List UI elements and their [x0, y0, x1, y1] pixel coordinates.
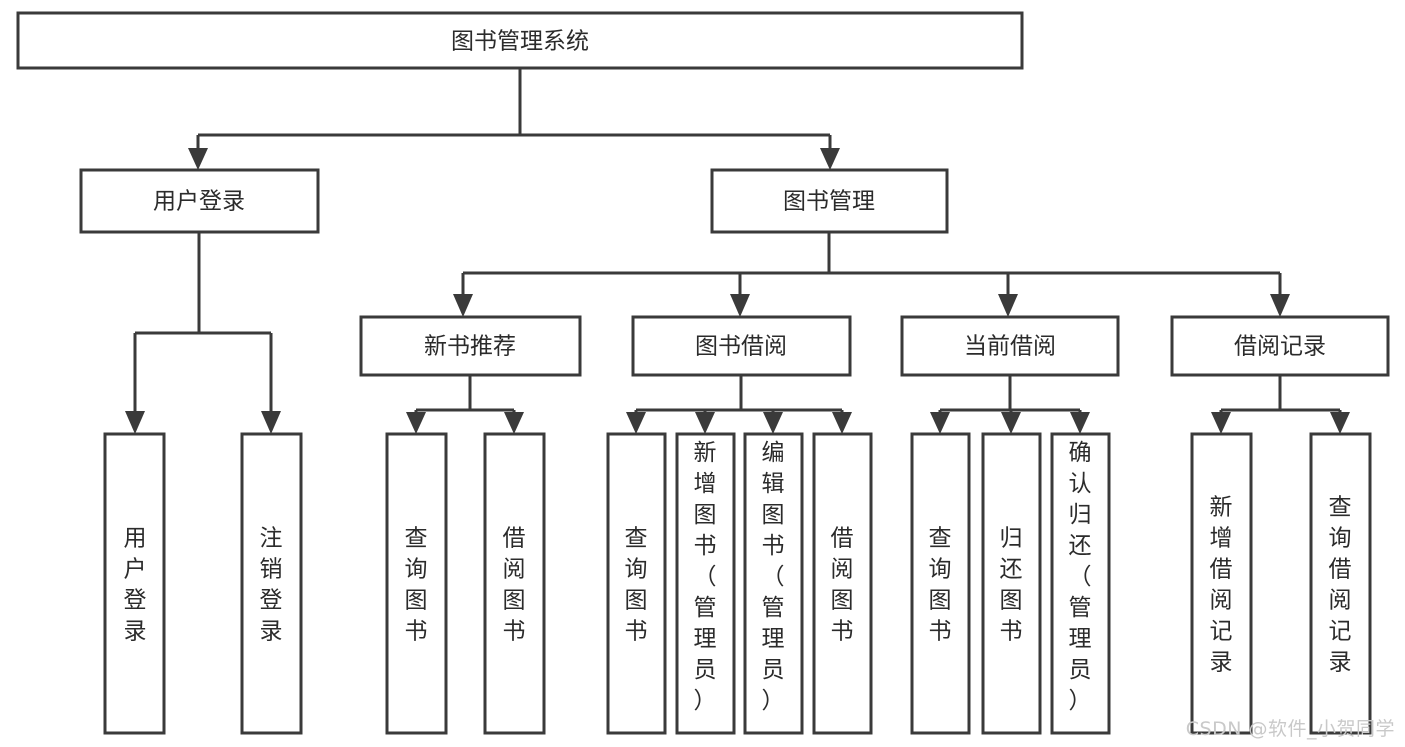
node-leaf-query-borrow-record-box[interactable]	[1309, 432, 1372, 735]
arrow-head-leaf-borrow-book	[832, 412, 852, 434]
node-leaf-query-book-recommend[interactable]: 查询图书	[385, 432, 448, 735]
node-leaf-borrow-book-recommend[interactable]: 借阅图书	[483, 432, 546, 735]
node-borrow-record-label: 借阅记录	[1234, 334, 1326, 360]
arrow-head-user-login	[188, 148, 208, 170]
node-book-manage-box[interactable]	[710, 168, 949, 234]
node-leaf-query-borrow-record-label: 查询借阅记录	[1329, 495, 1352, 676]
node-new-book-recommend-box[interactable]	[359, 315, 582, 377]
node-book-borrow[interactable]: 图书借阅	[631, 315, 852, 377]
node-leaf-user-login-box[interactable]	[103, 432, 166, 735]
node-current-borrow-label: 当前借阅	[964, 334, 1056, 360]
arrow-head-leaf-return-book	[1001, 412, 1021, 434]
node-current-borrow[interactable]: 当前借阅	[900, 315, 1120, 377]
node-leaf-add-book-admin-box[interactable]	[675, 432, 736, 735]
arrow-head-leaf-borrow-book-recommend	[504, 412, 524, 434]
node-leaf-borrow-book-box[interactable]	[812, 432, 873, 735]
node-root-label: 图书管理系统	[451, 29, 589, 55]
node-leaf-query-book-borrow-box[interactable]	[606, 432, 667, 735]
node-leaf-return-book-box[interactable]	[981, 432, 1042, 735]
node-leaf-edit-book-admin-label: 编辑图书（管理员）	[762, 440, 785, 714]
node-root-box[interactable]	[16, 11, 1024, 70]
node-leaf-logout-login[interactable]: 注销登录	[240, 432, 303, 735]
node-leaf-add-book-admin[interactable]: 新增图书（管理员）	[675, 432, 736, 735]
arrow-head-leaf-logout-login	[261, 411, 281, 434]
node-new-book-recommend[interactable]: 新书推荐	[359, 315, 582, 377]
node-leaf-logout-login-label: 注销登录	[260, 526, 283, 645]
arrow-head-leaf-confirm-return-admin	[1070, 412, 1090, 434]
node-leaf-query-book-recommend-label: 查询图书	[405, 526, 428, 645]
node-leaf-query-book-borrow-label: 查询图书	[625, 526, 648, 645]
node-book-manage[interactable]: 图书管理	[710, 168, 949, 234]
node-leaf-add-borrow-record-label: 新增借阅记录	[1210, 495, 1233, 676]
node-leaf-edit-book-admin[interactable]: 编辑图书（管理员）	[743, 432, 804, 735]
node-leaf-add-borrow-record-box[interactable]	[1190, 432, 1253, 735]
arrow-head-current-borrow	[998, 294, 1018, 317]
arrow-head-leaf-query-book-borrow	[626, 412, 646, 434]
arrow-head-leaf-query-book-recommend	[406, 412, 426, 434]
arrow-head-leaf-add-book-admin	[695, 412, 715, 434]
csdn-watermark: CSDN @软件_小贺同学	[1185, 718, 1395, 740]
arrow-head-leaf-query-book-current	[930, 412, 950, 434]
node-book-manage-label: 图书管理	[783, 189, 875, 215]
node-leaf-query-book-recommend-box[interactable]	[385, 432, 448, 735]
node-leaf-borrow-book-label: 借阅图书	[831, 526, 854, 645]
node-leaf-user-login-label: 用户登录	[124, 526, 147, 645]
node-leaf-query-book-borrow[interactable]: 查询图书	[606, 432, 667, 735]
arrow-head-borrow-record	[1270, 294, 1290, 317]
arrow-head-book-manage	[820, 148, 840, 170]
node-new-book-recommend-label: 新书推荐	[424, 334, 516, 360]
node-user-login-label: 用户登录	[153, 189, 245, 215]
node-leaf-return-book-label: 归还图书	[1000, 526, 1023, 645]
node-leaf-logout-login-box[interactable]	[240, 432, 303, 735]
node-leaf-confirm-return-admin-label: 确认归还（管理员）	[1069, 440, 1092, 714]
node-leaf-borrow-book-recommend-box[interactable]	[483, 432, 546, 735]
node-leaf-query-borrow-record[interactable]: 查询借阅记录	[1309, 432, 1372, 735]
node-leaf-borrow-book[interactable]: 借阅图书	[812, 432, 873, 735]
arrow-head-leaf-user-login	[125, 411, 145, 434]
arrow-head-book-borrow	[730, 294, 750, 317]
node-user-login[interactable]: 用户登录	[79, 168, 320, 234]
node-book-borrow-label: 图书借阅	[695, 334, 787, 360]
node-leaf-add-borrow-record[interactable]: 新增借阅记录	[1190, 432, 1253, 735]
node-leaf-user-login[interactable]: 用户登录	[103, 432, 166, 735]
node-leaf-return-book[interactable]: 归还图书	[981, 432, 1042, 735]
arrow-head-leaf-edit-book-admin	[763, 412, 783, 434]
node-leaf-confirm-return-admin-box[interactable]	[1050, 432, 1111, 735]
arrow-head-new-book-recommend	[453, 294, 473, 317]
node-leaf-edit-book-admin-box[interactable]	[743, 432, 804, 735]
node-current-borrow-box[interactable]	[900, 315, 1120, 377]
node-leaf-confirm-return-admin[interactable]: 确认归还（管理员）	[1050, 432, 1111, 735]
node-leaf-borrow-book-recommend-label: 借阅图书	[503, 526, 526, 645]
node-leaf-query-book-current[interactable]: 查询图书	[910, 432, 971, 735]
node-root[interactable]: 图书管理系统	[16, 11, 1024, 70]
node-leaf-query-book-current-box[interactable]	[910, 432, 971, 735]
connector-layer	[125, 68, 1350, 434]
node-leaf-add-book-admin-label: 新增图书（管理员）	[694, 440, 717, 714]
arrow-head-leaf-add-borrow-record	[1211, 412, 1231, 434]
node-leaf-query-book-current-label: 查询图书	[929, 526, 952, 645]
node-borrow-record[interactable]: 借阅记录	[1170, 315, 1390, 377]
node-user-login-box[interactable]	[79, 168, 320, 234]
node-book-borrow-box[interactable]	[631, 315, 852, 377]
arrow-head-leaf-query-borrow-record	[1330, 412, 1350, 434]
node-borrow-record-box[interactable]	[1170, 315, 1390, 377]
